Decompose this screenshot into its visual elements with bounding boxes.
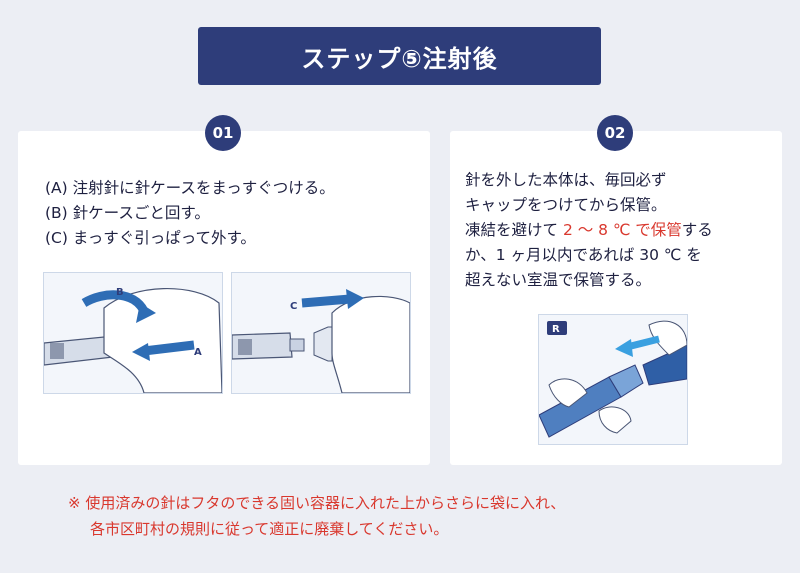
step-number-01: 01 <box>205 115 241 151</box>
disposal-notice-line-1: ※ 使用済みの針はフタのできる固い容器に入れた上からさらに袋に入れ、 <box>68 494 566 512</box>
disposal-notice-line-2: 各市区町村の規則に従って適正に廃棄してください。 <box>90 520 449 538</box>
hand-pen-illustration-c: C <box>231 289 411 394</box>
step-title-banner: ステップ⑤注射後 <box>198 27 601 85</box>
label-a: A <box>194 347 202 358</box>
label-b: B <box>116 287 124 298</box>
step1-instructions: (A) 注射針に針ケースをまっすぐつける。 (B) 針ケースごと回す。 (C) … <box>45 176 335 251</box>
disposal-notice: ※ 使用済みの針はフタのできる固い容器に入れた上からさらに袋に入れ、 各市区町村… <box>68 490 565 542</box>
illustration-recap: R <box>538 314 688 445</box>
storage-line-4: か、1 ヶ月以内であれば 30 ℃ を <box>465 246 702 264</box>
label-c: C <box>290 301 297 312</box>
instruction-c: (C) まっすぐ引っぱって外す。 <box>45 229 256 247</box>
step2-instructions: 針を外した本体は、毎回必ず キャップをつけてから保管。 凍結を避けて 2 〜 8… <box>465 168 777 293</box>
svg-text:R: R <box>552 324 560 335</box>
storage-line-5: 超えない室温で保管する。 <box>465 271 652 289</box>
instruction-b: (B) 針ケースごと回す。 <box>45 204 210 222</box>
hand-pen-illustration-ab: B A <box>43 287 223 394</box>
storage-line-2: キャップをつけてから保管。 <box>465 196 667 214</box>
step-title: ステップ⑤注射後 <box>301 44 498 73</box>
storage-line-1: 針を外した本体は、毎回必ず <box>465 171 667 189</box>
storage-temperature-highlight: 2 〜 8 ℃ で保管 <box>562 221 682 239</box>
illustration-pull-off: C <box>231 272 411 394</box>
step-number-02: 02 <box>597 115 633 151</box>
pen-cap-illustration: R <box>538 320 688 438</box>
illustration-attach-twist: B A <box>43 272 223 394</box>
badge-r <box>547 321 567 335</box>
instruction-a: (A) 注射針に針ケースをまっすぐつける。 <box>45 179 335 197</box>
storage-line-3: 凍結を避けて 2 〜 8 ℃ で保管する <box>465 221 713 239</box>
